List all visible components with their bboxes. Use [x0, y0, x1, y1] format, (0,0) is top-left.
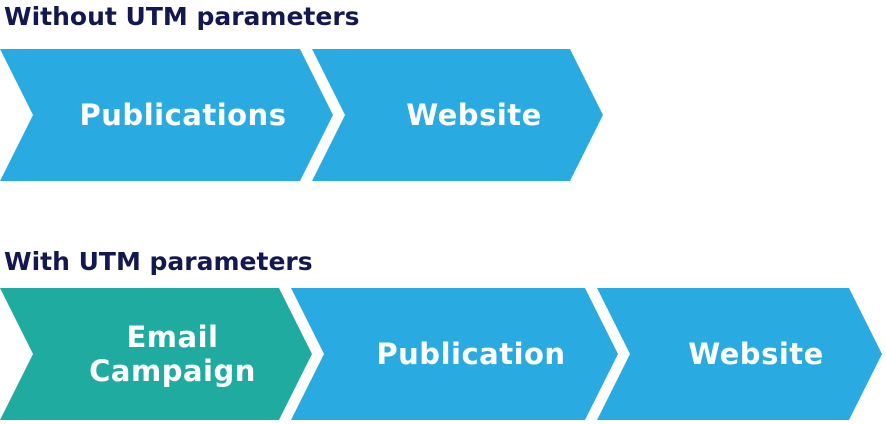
section-title-with-utm: With UTM parameters	[4, 247, 313, 276]
chevron-label-publications: Publications	[80, 98, 287, 132]
chevron-label-publication: Publication	[376, 337, 565, 371]
flow-without-utm: Publications Website	[0, 49, 603, 181]
chevron-label-website: Website	[406, 98, 542, 132]
chevron-publications	[0, 49, 333, 181]
chevron-website	[597, 288, 882, 420]
chevron-publication	[291, 288, 618, 420]
section-title-without-utm: Without UTM parameters	[4, 2, 360, 31]
chevron-email-campaign	[0, 288, 312, 420]
chevron-label-website: Website	[688, 337, 824, 371]
chevron-website	[312, 49, 603, 181]
